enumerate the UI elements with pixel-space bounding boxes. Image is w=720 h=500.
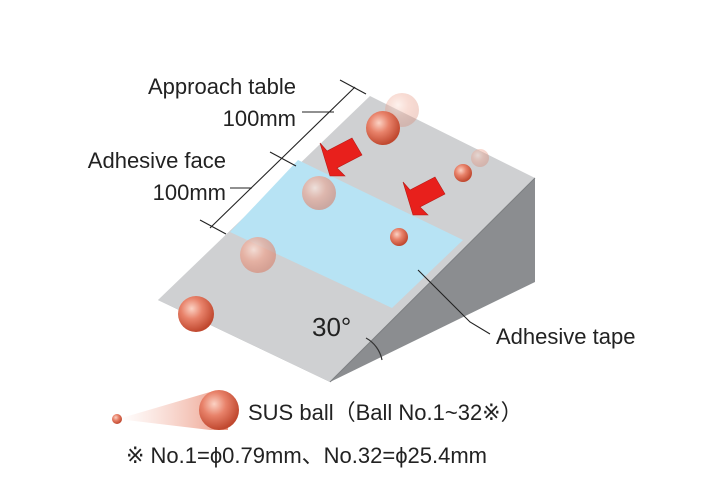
legend-ball-label: SUS ball（Ball No.1~32※） xyxy=(248,400,523,425)
ramp-edge xyxy=(329,177,536,383)
ball-bottom xyxy=(178,296,214,332)
ball-lower-left xyxy=(240,237,276,273)
adhesive-tick-bottom xyxy=(199,219,227,235)
ball-small-top xyxy=(454,164,472,182)
ball-on-tape-large xyxy=(302,176,336,210)
adhesive-face-label: Adhesive face xyxy=(88,148,226,173)
adhesive-length-label: 100mm xyxy=(153,180,226,205)
legend-note: ※ No.1=ϕ0.79mm、No.32=ϕ25.4mm xyxy=(126,443,487,468)
ball-trail xyxy=(118,392,228,430)
arrow-upper xyxy=(319,137,363,177)
adhesive-tape-label: Adhesive tape xyxy=(496,324,635,349)
angle-label: 30° xyxy=(312,312,351,342)
direction-arrows xyxy=(319,137,446,216)
ball-faint-small xyxy=(471,149,489,167)
approach-tick-bottom xyxy=(269,151,297,167)
approach-length-label: 100mm xyxy=(223,106,296,131)
legend-ball-small xyxy=(112,414,122,424)
adhesive-dimension-line xyxy=(209,159,281,229)
approach-tick-top xyxy=(339,79,367,95)
approach-dimension-line xyxy=(279,86,356,161)
ball-large-top xyxy=(366,111,400,145)
balls xyxy=(178,93,489,332)
ramp xyxy=(158,96,536,383)
angle-arc xyxy=(365,337,383,361)
adhesive-tape xyxy=(230,160,463,308)
ball-on-tape-small xyxy=(390,228,408,246)
approach-table-label: Approach table xyxy=(148,74,296,99)
legend: SUS ball（Ball No.1~32※） ※ No.1=ϕ0.79mm、N… xyxy=(112,390,523,468)
legend-ball-large xyxy=(199,390,239,430)
adhesive-tape-leader xyxy=(417,269,491,335)
dimension-lines xyxy=(199,79,491,335)
arrow-lower xyxy=(402,176,446,216)
